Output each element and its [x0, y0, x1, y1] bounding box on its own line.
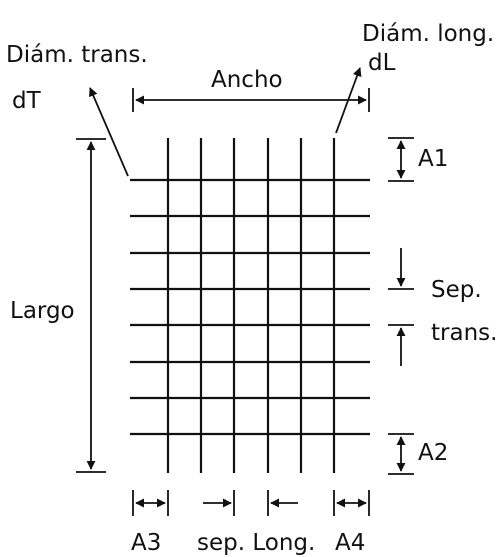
sep-trans-label: Sep. [431, 277, 482, 303]
mesh-grid [130, 138, 370, 473]
diam-long-label: Diám. long. [362, 21, 494, 47]
a2-dimension [388, 433, 414, 475]
a2-label: A2 [418, 440, 448, 466]
ancho-dimension [132, 88, 370, 112]
largo-label: Largo [10, 298, 75, 324]
diam-long-symbol: dL [368, 50, 396, 76]
diagram-labels: Diám. trans. dT Diám. long. dL Ancho Lar… [6, 21, 497, 556]
sep-trans-dimension [388, 248, 414, 366]
a4-label: A4 [335, 530, 365, 556]
a3-dimension [132, 490, 169, 516]
a4-dimension [333, 490, 370, 516]
sep-long-label: sep. Long. [197, 530, 315, 556]
sep-long-dimension [203, 490, 298, 516]
diam-trans-symbol: dT [12, 88, 42, 114]
a3-label: A3 [131, 530, 161, 556]
sep-trans-label-line2: trans. [431, 320, 497, 346]
dl-leader-arrow [335, 67, 362, 134]
ancho-label: Ancho [211, 67, 283, 93]
dt-leader-arrow [89, 87, 129, 177]
a1-dimension [388, 137, 414, 182]
diam-trans-label: Diám. trans. [6, 42, 148, 68]
largo-dimension [76, 138, 106, 473]
a1-label: A1 [418, 146, 448, 172]
